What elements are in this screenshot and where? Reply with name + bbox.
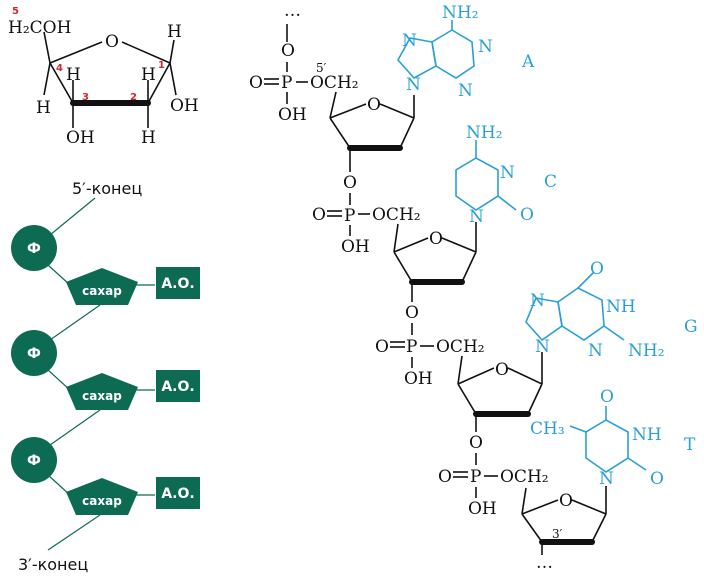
phosphate-p: P <box>281 73 292 93</box>
phosphate-label: Ф <box>27 241 41 257</box>
adenine-nh2: NH₂ <box>442 3 479 23</box>
base-letter-a: A <box>521 52 535 72</box>
adenine-n9: N <box>406 75 421 95</box>
phosphate-circle <box>11 225 57 271</box>
cytosine-n1: N <box>469 207 484 227</box>
c2-hydrogen-top: H <box>141 65 156 85</box>
linker-oxygen: O <box>343 173 357 193</box>
sugar-ring-oxygen: O <box>559 491 573 511</box>
phosphate-p: P <box>344 206 355 226</box>
base-label: А.О. <box>161 379 194 395</box>
nucleotide-thymine: O P O OCH₂ OH O 3′ … <box>438 387 696 573</box>
nucleotide-cytosine: O P O OCH₂ OH O N N <box>312 123 557 302</box>
c4-hydrogen: H <box>36 98 51 118</box>
phosphate-o-top: O <box>281 41 295 61</box>
c3-hydroxyl: OH <box>66 128 95 148</box>
base-box <box>156 370 200 402</box>
sugar-pentagon <box>66 478 138 515</box>
phosphate-oh: OH <box>468 499 497 519</box>
sugar-ring-oxygen: O <box>367 95 381 115</box>
base-label: А.О. <box>161 486 194 502</box>
cytosine-nh2: NH₂ <box>466 123 503 143</box>
strand-start-ellipsis: … <box>284 1 301 21</box>
base-box <box>156 267 200 299</box>
cytosine-o: O <box>520 205 534 225</box>
nucleotide-guanine: O P O OCH₂ OH O N <box>375 259 698 432</box>
phosphate-p: P <box>406 337 417 357</box>
ring-oxygen: O <box>105 32 119 52</box>
three-prime-label: 3′ <box>552 527 563 541</box>
guanine-base: N N NH N O NH₂ G <box>525 259 698 361</box>
five-prime-end-label: 5′-конец <box>72 179 142 198</box>
phosphate-double-o: O <box>438 467 452 487</box>
strand-end-ellipsis: … <box>536 553 553 573</box>
sugar-label: сахар <box>82 494 122 508</box>
h2coh-label: H₂COH <box>8 18 71 38</box>
phosphate-circle <box>11 437 57 483</box>
guanine-n3: N <box>588 341 603 361</box>
guanine-nh2: NH₂ <box>628 341 665 361</box>
phosphate-label: Ф <box>27 346 41 362</box>
adenine-base: N N N N NH₂ A <box>397 3 535 101</box>
guanine-n9: N <box>535 337 550 357</box>
c1-hydrogen: H <box>167 22 182 42</box>
carbon-number-2: 2 <box>130 92 137 103</box>
thymine-o-right: O <box>650 469 664 489</box>
sugar-label: сахар <box>82 284 122 298</box>
och2-label: OCH₂ <box>372 205 421 225</box>
base-letter-g: G <box>684 317 698 337</box>
och2-label: OCH₂ <box>500 467 549 487</box>
och2-label: OCH₂ <box>436 337 485 357</box>
linker-oxygen: O <box>405 303 419 323</box>
sugar-ring-oxygen: O <box>429 229 443 249</box>
adenine-n1: N <box>478 37 493 57</box>
base-letter-c: C <box>544 172 557 192</box>
cytosine-n3: N <box>500 163 515 183</box>
base-box <box>156 477 200 509</box>
phosphate-double-o: O <box>249 73 263 93</box>
phosphate-oh: OH <box>341 237 370 257</box>
five-prime-label: 5′ <box>316 61 327 75</box>
sugar-pentagon <box>66 373 138 410</box>
deoxyribose-structure: H₂COH O H OH H H H H OH 5 4 3 2 1 <box>8 6 199 148</box>
adenine-n3: N <box>458 81 473 101</box>
phosphate-oh: OH <box>404 369 433 389</box>
thymine-ch3: CH₃ <box>530 419 565 439</box>
sugar-label: сахар <box>82 389 122 403</box>
adenine-n7: N <box>402 31 417 51</box>
carbon-number-4: 4 <box>56 63 63 74</box>
phosphate-double-o: O <box>375 337 389 357</box>
guanine-n7: N <box>530 291 545 311</box>
guanine-nh: NH <box>606 297 636 317</box>
c1-hydroxyl: OH <box>170 96 199 116</box>
och2-label: OCH₂ <box>310 73 359 93</box>
base-letter-t: T <box>684 435 696 455</box>
phosphate-p: P <box>470 467 481 487</box>
thymine-nh: NH <box>632 425 662 445</box>
c2-hydrogen-bottom: H <box>141 128 156 148</box>
carbon-number-1: 1 <box>158 60 165 71</box>
phosphate-oh: OH <box>278 105 307 125</box>
guanine-o: O <box>590 259 604 279</box>
phosphate-circle <box>11 330 57 376</box>
thymine-o-top: O <box>600 387 614 407</box>
sugar-ring-oxygen: O <box>495 360 509 380</box>
dna-strand-structure: … O P O OCH₂ 5′ OH O <box>249 1 698 573</box>
cytosine-base: N N NH₂ O C <box>455 123 557 227</box>
base-label: А.О. <box>161 276 194 292</box>
sugar-pentagon <box>66 268 138 305</box>
c3-hydrogen: H <box>66 65 81 85</box>
thymine-base: N NH O O CH₃ T <box>530 387 696 489</box>
thymine-n1: N <box>599 469 614 489</box>
three-prime-end-label: 3′-конец <box>18 555 88 574</box>
linker-oxygen: O <box>469 433 483 453</box>
nucleotide-chain-schema: 5′-конец 3′-конец Ф сахар А.О. Ф сахар А… <box>11 179 200 574</box>
phosphate-label: Ф <box>27 453 41 469</box>
carbon-number-3: 3 <box>82 92 89 103</box>
nucleotide-adenine: O P O OCH₂ 5′ OH O <box>249 3 535 172</box>
phosphate-double-o: O <box>312 205 326 225</box>
carbon-number-5: 5 <box>12 6 19 17</box>
